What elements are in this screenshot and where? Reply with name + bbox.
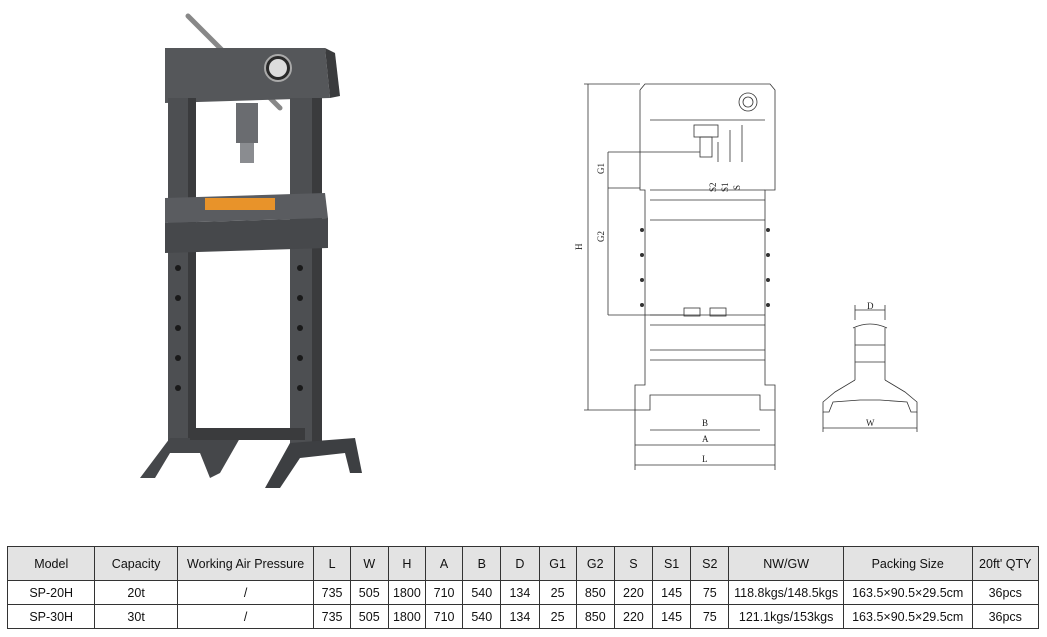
table-cell: 505 [349, 604, 389, 629]
table-cell: SP-20H [6, 580, 96, 605]
table-cell: 134 [500, 604, 540, 629]
header-cell: 20ft' QTY [971, 546, 1040, 581]
header-cell: Working Air Pressure [176, 546, 315, 581]
table-cell: 75 [690, 604, 730, 629]
table-cell: 145 [652, 604, 692, 629]
table-cell: 30t [94, 604, 178, 629]
table-cell: 25 [538, 580, 577, 605]
label-B: B [702, 418, 708, 428]
header-cell: S2 [690, 546, 730, 581]
header-cell: S1 [652, 546, 692, 581]
table-cell: 710 [424, 580, 464, 605]
table-header-row: Model Capacity Working Air Pressure L W … [6, 546, 1040, 581]
spec-table: Model Capacity Working Air Pressure L W … [6, 546, 1040, 629]
table-cell: 540 [462, 580, 502, 605]
label-A: A [702, 434, 709, 444]
table-cell: 710 [424, 604, 464, 629]
table-cell: 163.5×90.5×29.5cm [842, 604, 973, 629]
table-cell: 220 [613, 580, 654, 605]
header-cell: G2 [575, 546, 615, 581]
table-cell: / [176, 580, 315, 605]
header-cell: Capacity [94, 546, 178, 581]
label-H: H [574, 243, 584, 250]
header-cell: S [613, 546, 654, 581]
product-photo [140, 13, 362, 488]
label-S: S [732, 185, 742, 190]
label-D: D [867, 301, 874, 311]
table-cell: 36pcs [971, 580, 1040, 605]
label-W: W [866, 418, 875, 428]
table-cell: 134 [500, 580, 540, 605]
table-cell: 850 [575, 580, 615, 605]
table-cell: 118.8kgs/148.5kgs [728, 580, 844, 605]
header-cell: G1 [538, 546, 577, 581]
label-G2: G2 [596, 231, 606, 242]
header-cell: NW/GW [728, 546, 844, 581]
table-row: SP-20H 20t / 735 505 1800 710 540 134 25… [6, 580, 1040, 605]
table-cell: 145 [652, 580, 692, 605]
table-cell: 163.5×90.5×29.5cm [842, 580, 973, 605]
table-cell: 1800 [387, 580, 426, 605]
header-cell: A [424, 546, 464, 581]
table-cell: 220 [613, 604, 654, 629]
label-G1: G1 [596, 163, 606, 174]
table-row: SP-30H 30t / 735 505 1800 710 540 134 25… [6, 604, 1040, 629]
header-cell: H [387, 546, 426, 581]
side-dimension-drawing: D W [822, 301, 918, 432]
label-L: L [702, 454, 708, 464]
table-cell: 25 [538, 604, 577, 629]
header-cell: L [313, 546, 351, 581]
table-cell: 1800 [387, 604, 426, 629]
table-cell: 75 [690, 580, 730, 605]
table-cell: SP-30H [6, 604, 96, 629]
table-cell: 121.1kgs/153kgs [728, 604, 844, 629]
table-cell: 735 [313, 580, 351, 605]
header-cell: Model [6, 546, 96, 581]
label-S1: S1 [720, 182, 730, 192]
header-cell: B [462, 546, 502, 581]
table-cell: 505 [349, 580, 389, 605]
table-cell: 540 [462, 604, 502, 629]
table-cell: 735 [313, 604, 351, 629]
label-S2: S2 [708, 182, 718, 192]
front-dimension-drawing: H G1 G2 S2 S1 S B A L [574, 83, 776, 470]
header-cell: D [500, 546, 540, 581]
table-cell: 20t [94, 580, 178, 605]
header-cell: W [349, 546, 389, 581]
table-cell: 850 [575, 604, 615, 629]
header-cell: Packing Size [842, 546, 973, 581]
table-cell: / [176, 604, 315, 629]
table-cell: 36pcs [971, 604, 1040, 629]
